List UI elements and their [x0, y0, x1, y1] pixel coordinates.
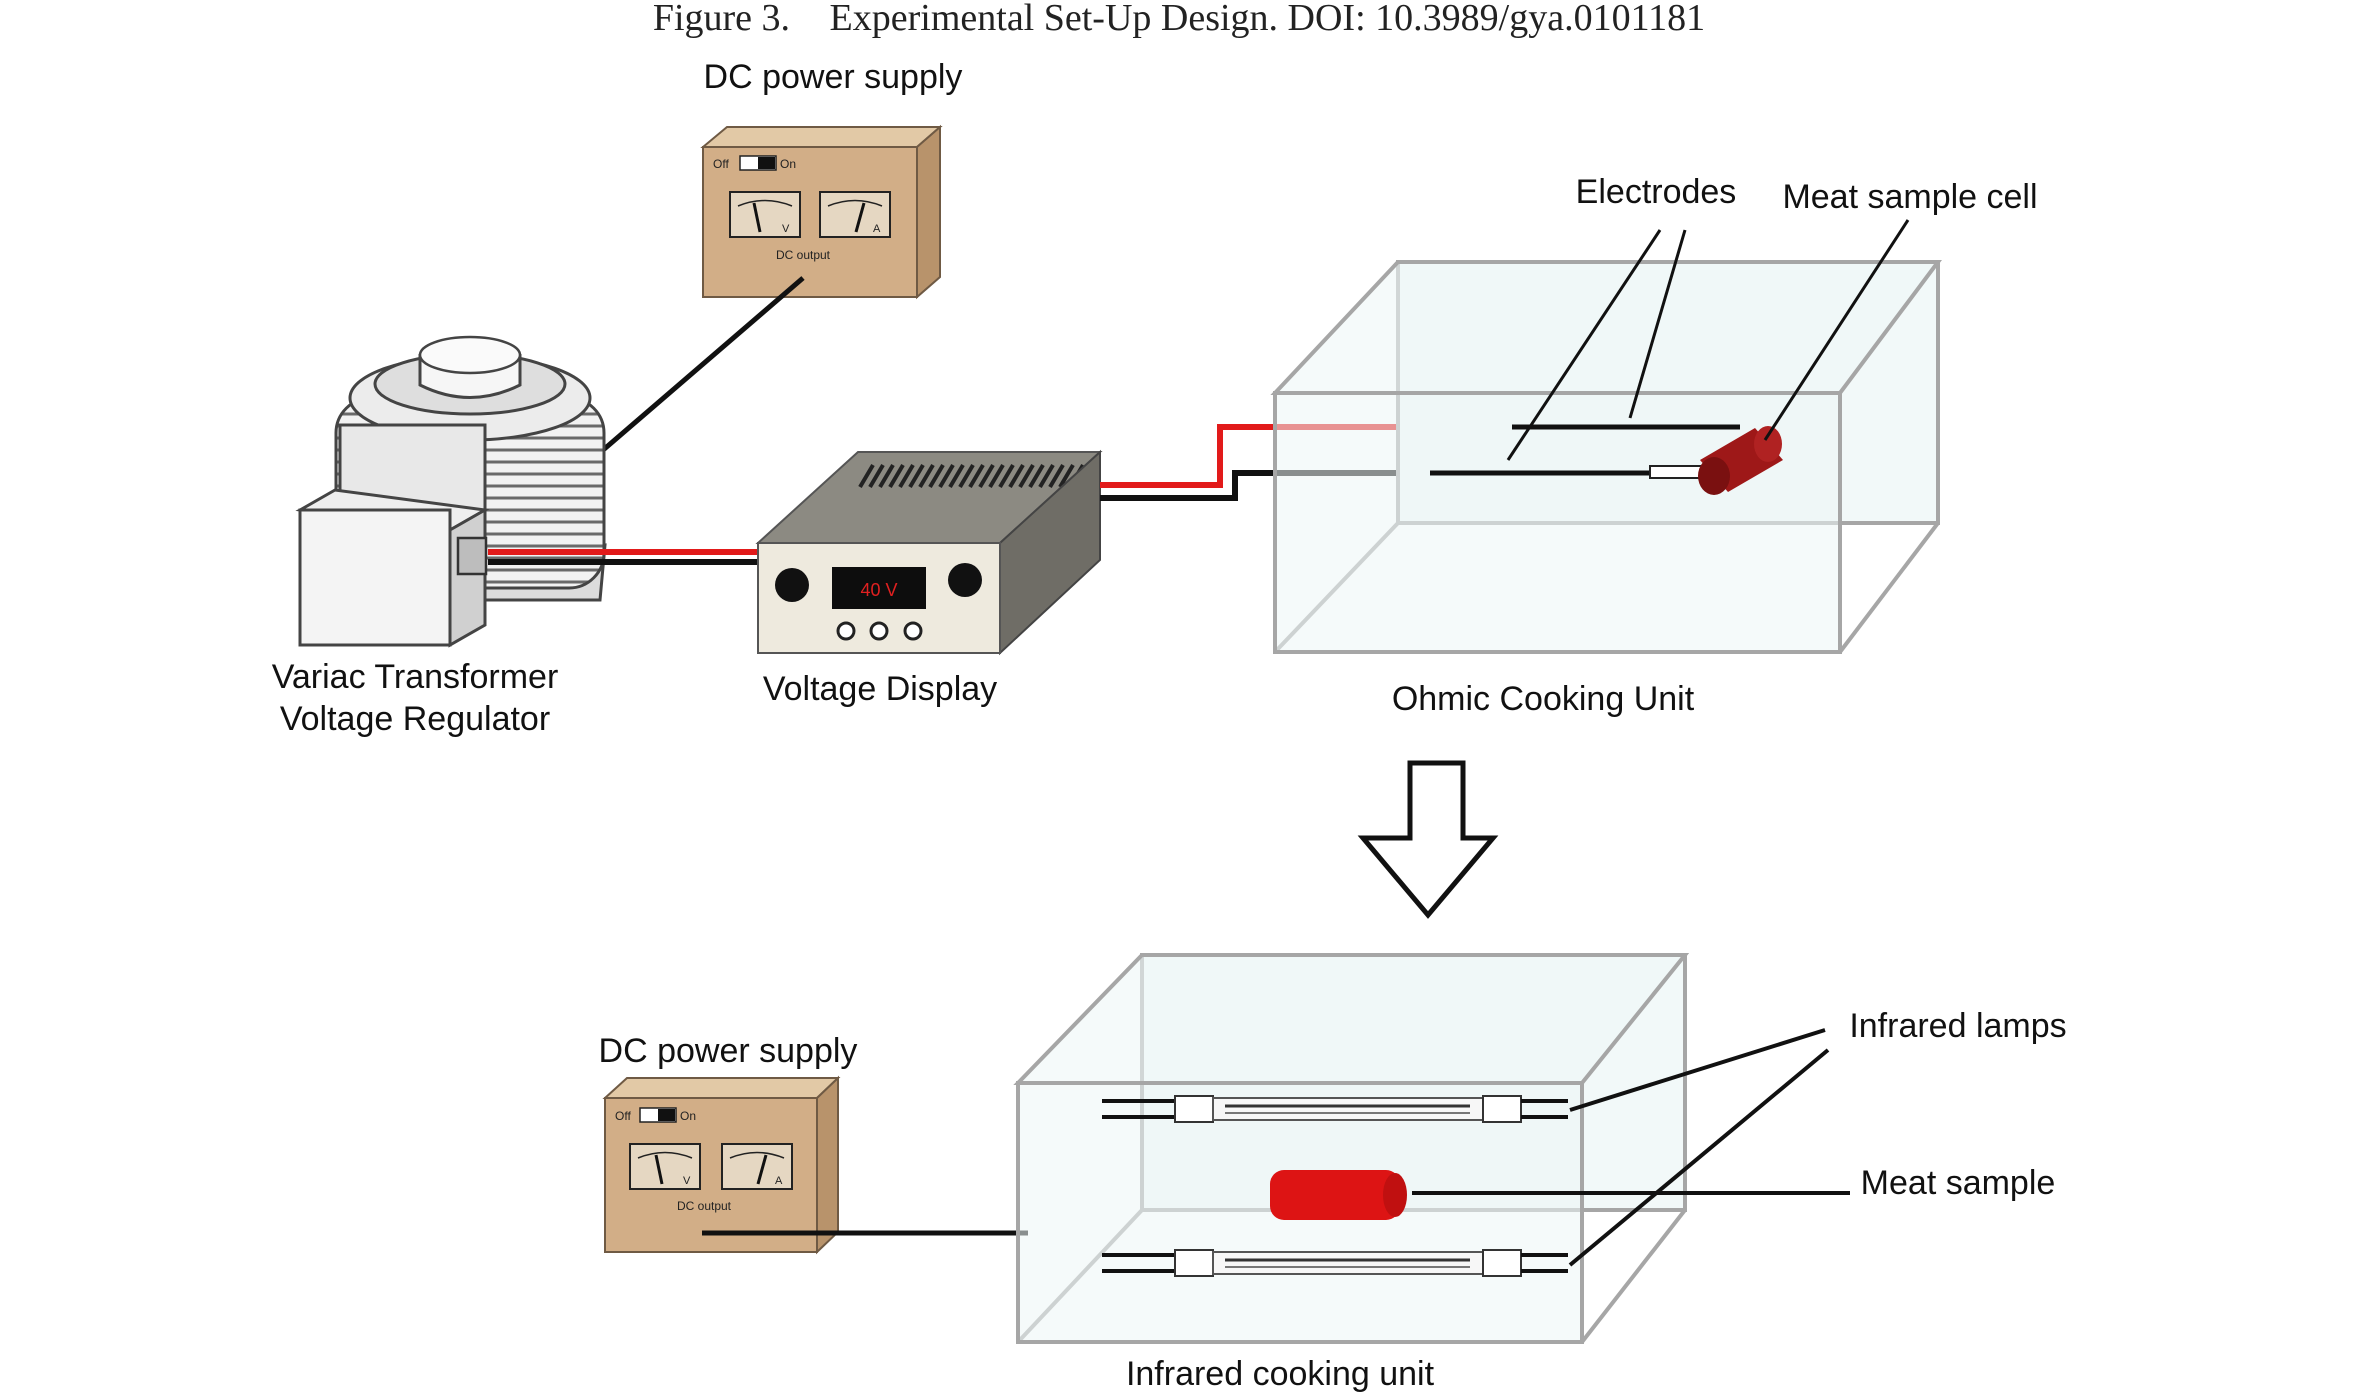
voltage-readout-text: 40 V	[860, 580, 897, 600]
ohmic-cooking-unit-label: Ohmic Cooking Unit	[1392, 680, 1695, 718]
variac-transformer	[295, 335, 607, 648]
variac-label-line2: Voltage Regulator	[280, 700, 550, 738]
left-knob	[775, 568, 809, 602]
variac-label-line1: Variac Transformer	[272, 658, 559, 696]
voltage-display-label: Voltage Display	[763, 670, 997, 708]
power-switch-bottom: Off On	[615, 1107, 696, 1123]
vent-grille	[858, 463, 1085, 489]
electrodes-leader-2	[1628, 229, 1687, 419]
right-knob	[948, 563, 982, 597]
dc-output-label-bottom: DC output	[677, 1199, 732, 1213]
voltmeter-top: V	[729, 191, 801, 238]
infrared-lamps-label: Infrared lamps	[1849, 1007, 2066, 1045]
infrared-lamp-leader-1	[1569, 1028, 1826, 1112]
infrared-cooking-unit	[1013, 953, 1850, 1344]
voltmeter-bottom: V	[629, 1143, 701, 1190]
infrared-lamp-upper	[1102, 1095, 1568, 1123]
infrared-lamp-leader-2	[1568, 1048, 1830, 1267]
electrodes-leader-1	[1506, 229, 1662, 461]
ohmic-cooking-unit	[1270, 219, 1942, 654]
meter-v-label: V	[782, 223, 790, 235]
dc-power-supply-top-label: DC power supply	[704, 58, 963, 96]
infrared-cooking-unit-label: Infrared cooking unit	[1126, 1355, 1435, 1393]
figure-caption-text: Experimental Set-Up Design. DOI: 10.3989…	[830, 0, 1706, 39]
meat-sample-label: Meat sample	[1861, 1164, 2056, 1202]
wire-supply-to-variac	[586, 276, 805, 465]
figure-caption: Figure 3. Experimental Set-Up Design. DO…	[653, 0, 1705, 39]
meter-v-label-bottom: V	[683, 1175, 691, 1187]
meat-sample	[1270, 1170, 1407, 1220]
meat-sample-cell-label: Meat sample cell	[1782, 178, 2037, 216]
ammeter-bottom: A	[721, 1143, 793, 1190]
ammeter-top: A	[819, 191, 891, 238]
figure-label: Figure 3.	[653, 0, 790, 39]
variac-label: Variac Transformer Voltage Regulator	[272, 658, 559, 738]
power-switch-top: Off On	[713, 155, 796, 171]
meter-a-label: A	[873, 223, 881, 235]
dc-output-label: DC output	[776, 248, 831, 262]
down-arrow-icon	[1357, 760, 1499, 919]
electrodes-label: Electrodes	[1576, 173, 1737, 211]
switch-on-label-bottom: On	[680, 1109, 696, 1123]
meter-a-label-bottom: A	[775, 1175, 783, 1187]
digital-readout	[832, 567, 926, 609]
switch-off-label-bottom: Off	[615, 1109, 631, 1123]
meat-cell-leader	[1763, 219, 1910, 441]
switch-off-label: Off	[713, 157, 729, 171]
infrared-lamp-lower	[1102, 1249, 1568, 1277]
switch-on-label: On	[780, 157, 796, 171]
dc-power-supply-top: Off On V A DC output	[700, 124, 943, 300]
dc-power-supply-bottom: Off On V A DC output	[602, 1075, 841, 1255]
voltage-display-unit: 40 V	[755, 449, 1103, 656]
meat-sample-cell	[1698, 426, 1783, 495]
dc-power-supply-bottom-label: DC power supply	[599, 1032, 858, 1070]
